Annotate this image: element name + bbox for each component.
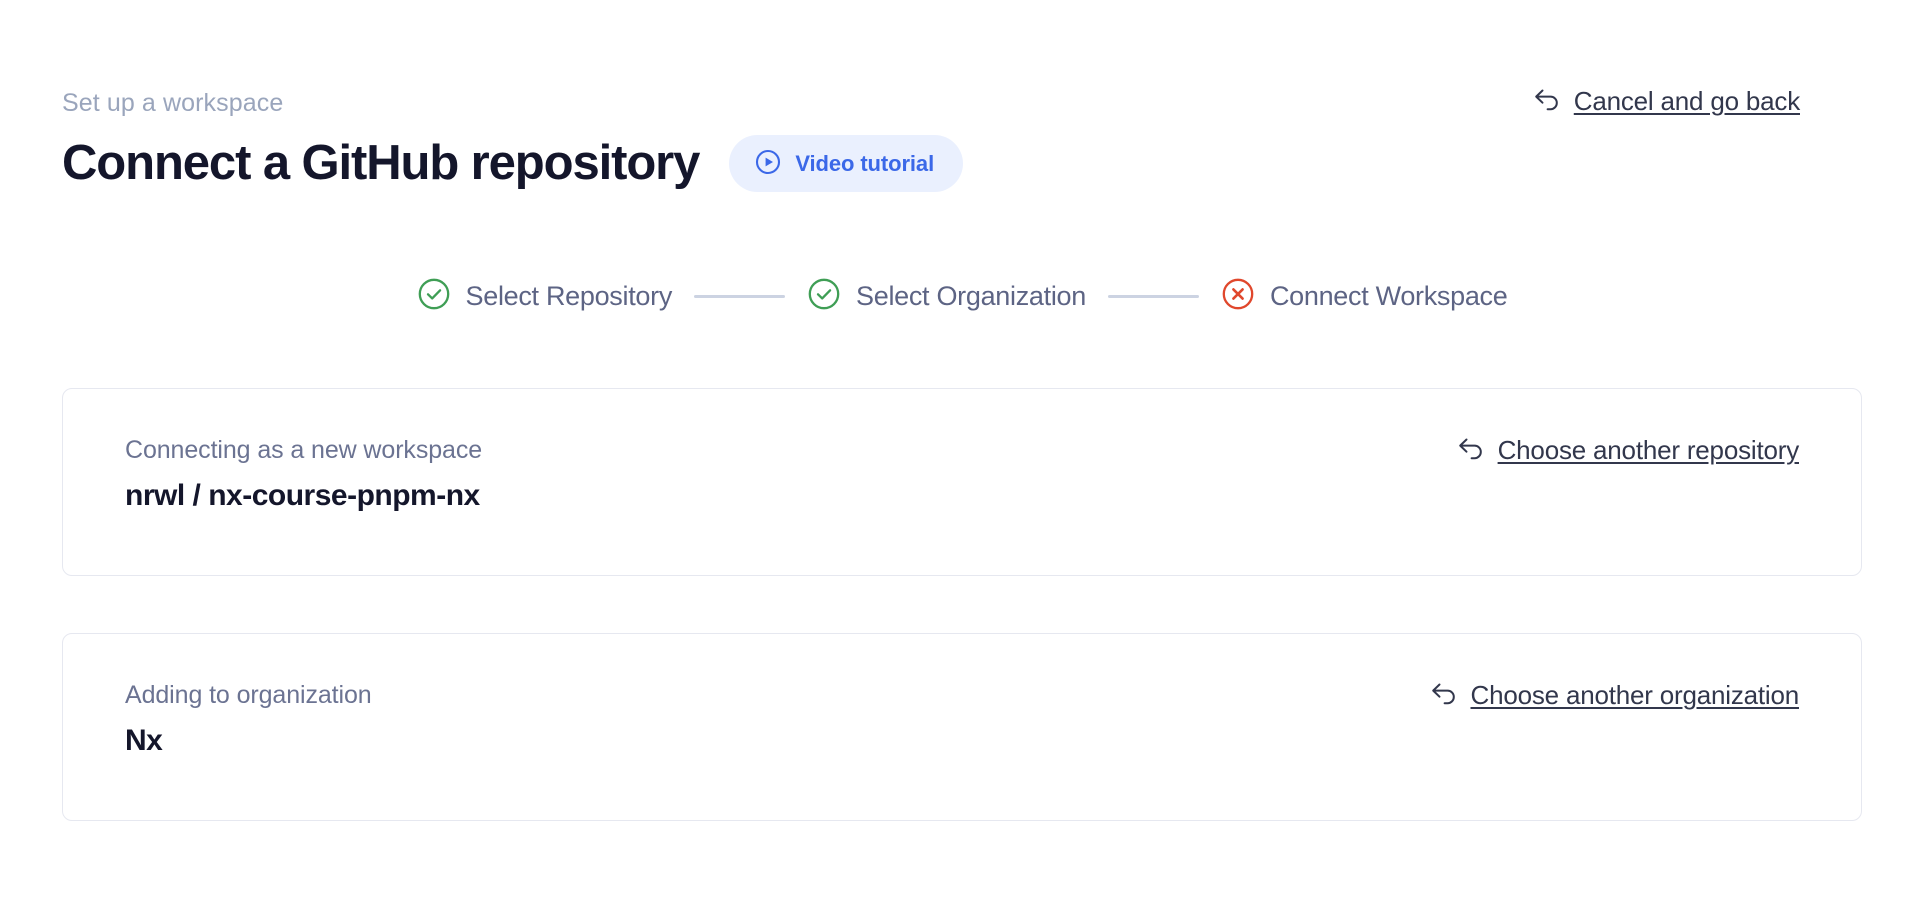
repository-card: Connecting as a new workspace nrwl / nx-… [62, 388, 1862, 577]
choose-another-repository-link[interactable]: Choose another repository [1456, 435, 1799, 466]
choose-another-organization-link[interactable]: Choose another organization [1429, 680, 1800, 711]
step-label: Select Repository [465, 281, 673, 312]
organization-card-value: Nx [125, 723, 163, 757]
step-connector [1107, 295, 1199, 299]
progress-stepper: Select Repository Select Organization Co… [62, 277, 1862, 316]
page-title: Connect a GitHub repository [62, 136, 700, 191]
cards-container: Connecting as a new workspace nrwl / nx-… [62, 388, 1862, 822]
x-circle-icon [1221, 277, 1255, 316]
choose-another-repository-label: Choose another repository [1497, 435, 1800, 466]
repository-owner: nrwl [125, 478, 185, 512]
check-circle-icon [807, 277, 841, 316]
organization-card: Adding to organization Nx Choose another… [62, 633, 1862, 822]
check-circle-icon [417, 277, 451, 316]
back-arrow-icon [1456, 435, 1486, 466]
cancel-and-go-back-label: Cancel and go back [1573, 86, 1800, 116]
organization-card-caption: Adding to organization [125, 681, 372, 710]
step-connector [694, 295, 786, 299]
cancel-and-go-back-link[interactable]: Cancel and go back [1532, 86, 1800, 117]
step-select-repository[interactable]: Select Repository [417, 277, 673, 316]
choose-another-organization-label: Choose another organization [1470, 680, 1800, 711]
repository-card-value: nrwl / nx-course-pnpm-nx [125, 477, 1799, 515]
step-label: Select Organization [856, 281, 1086, 312]
back-arrow-icon [1532, 86, 1562, 117]
step-label: Connect Workspace [1269, 281, 1508, 312]
repository-name: nx-course-pnpm-nx [208, 478, 480, 512]
step-select-organization[interactable]: Select Organization [807, 277, 1086, 316]
title-row: Connect a GitHub repository Video tutori… [62, 135, 1862, 193]
page-header: Set up a workspace Connect a GitHub repo… [62, 0, 1862, 193]
play-circle-icon [754, 148, 782, 179]
repository-card-caption: Connecting as a new workspace [125, 436, 483, 465]
step-connect-workspace[interactable]: Connect Workspace [1221, 277, 1508, 316]
video-tutorial-label: Video tutorial [795, 150, 935, 176]
back-arrow-icon [1429, 680, 1459, 711]
repository-separator: / [192, 478, 201, 512]
video-tutorial-button[interactable]: Video tutorial [729, 135, 964, 193]
breadcrumb-eyebrow: Set up a workspace [62, 89, 284, 117]
